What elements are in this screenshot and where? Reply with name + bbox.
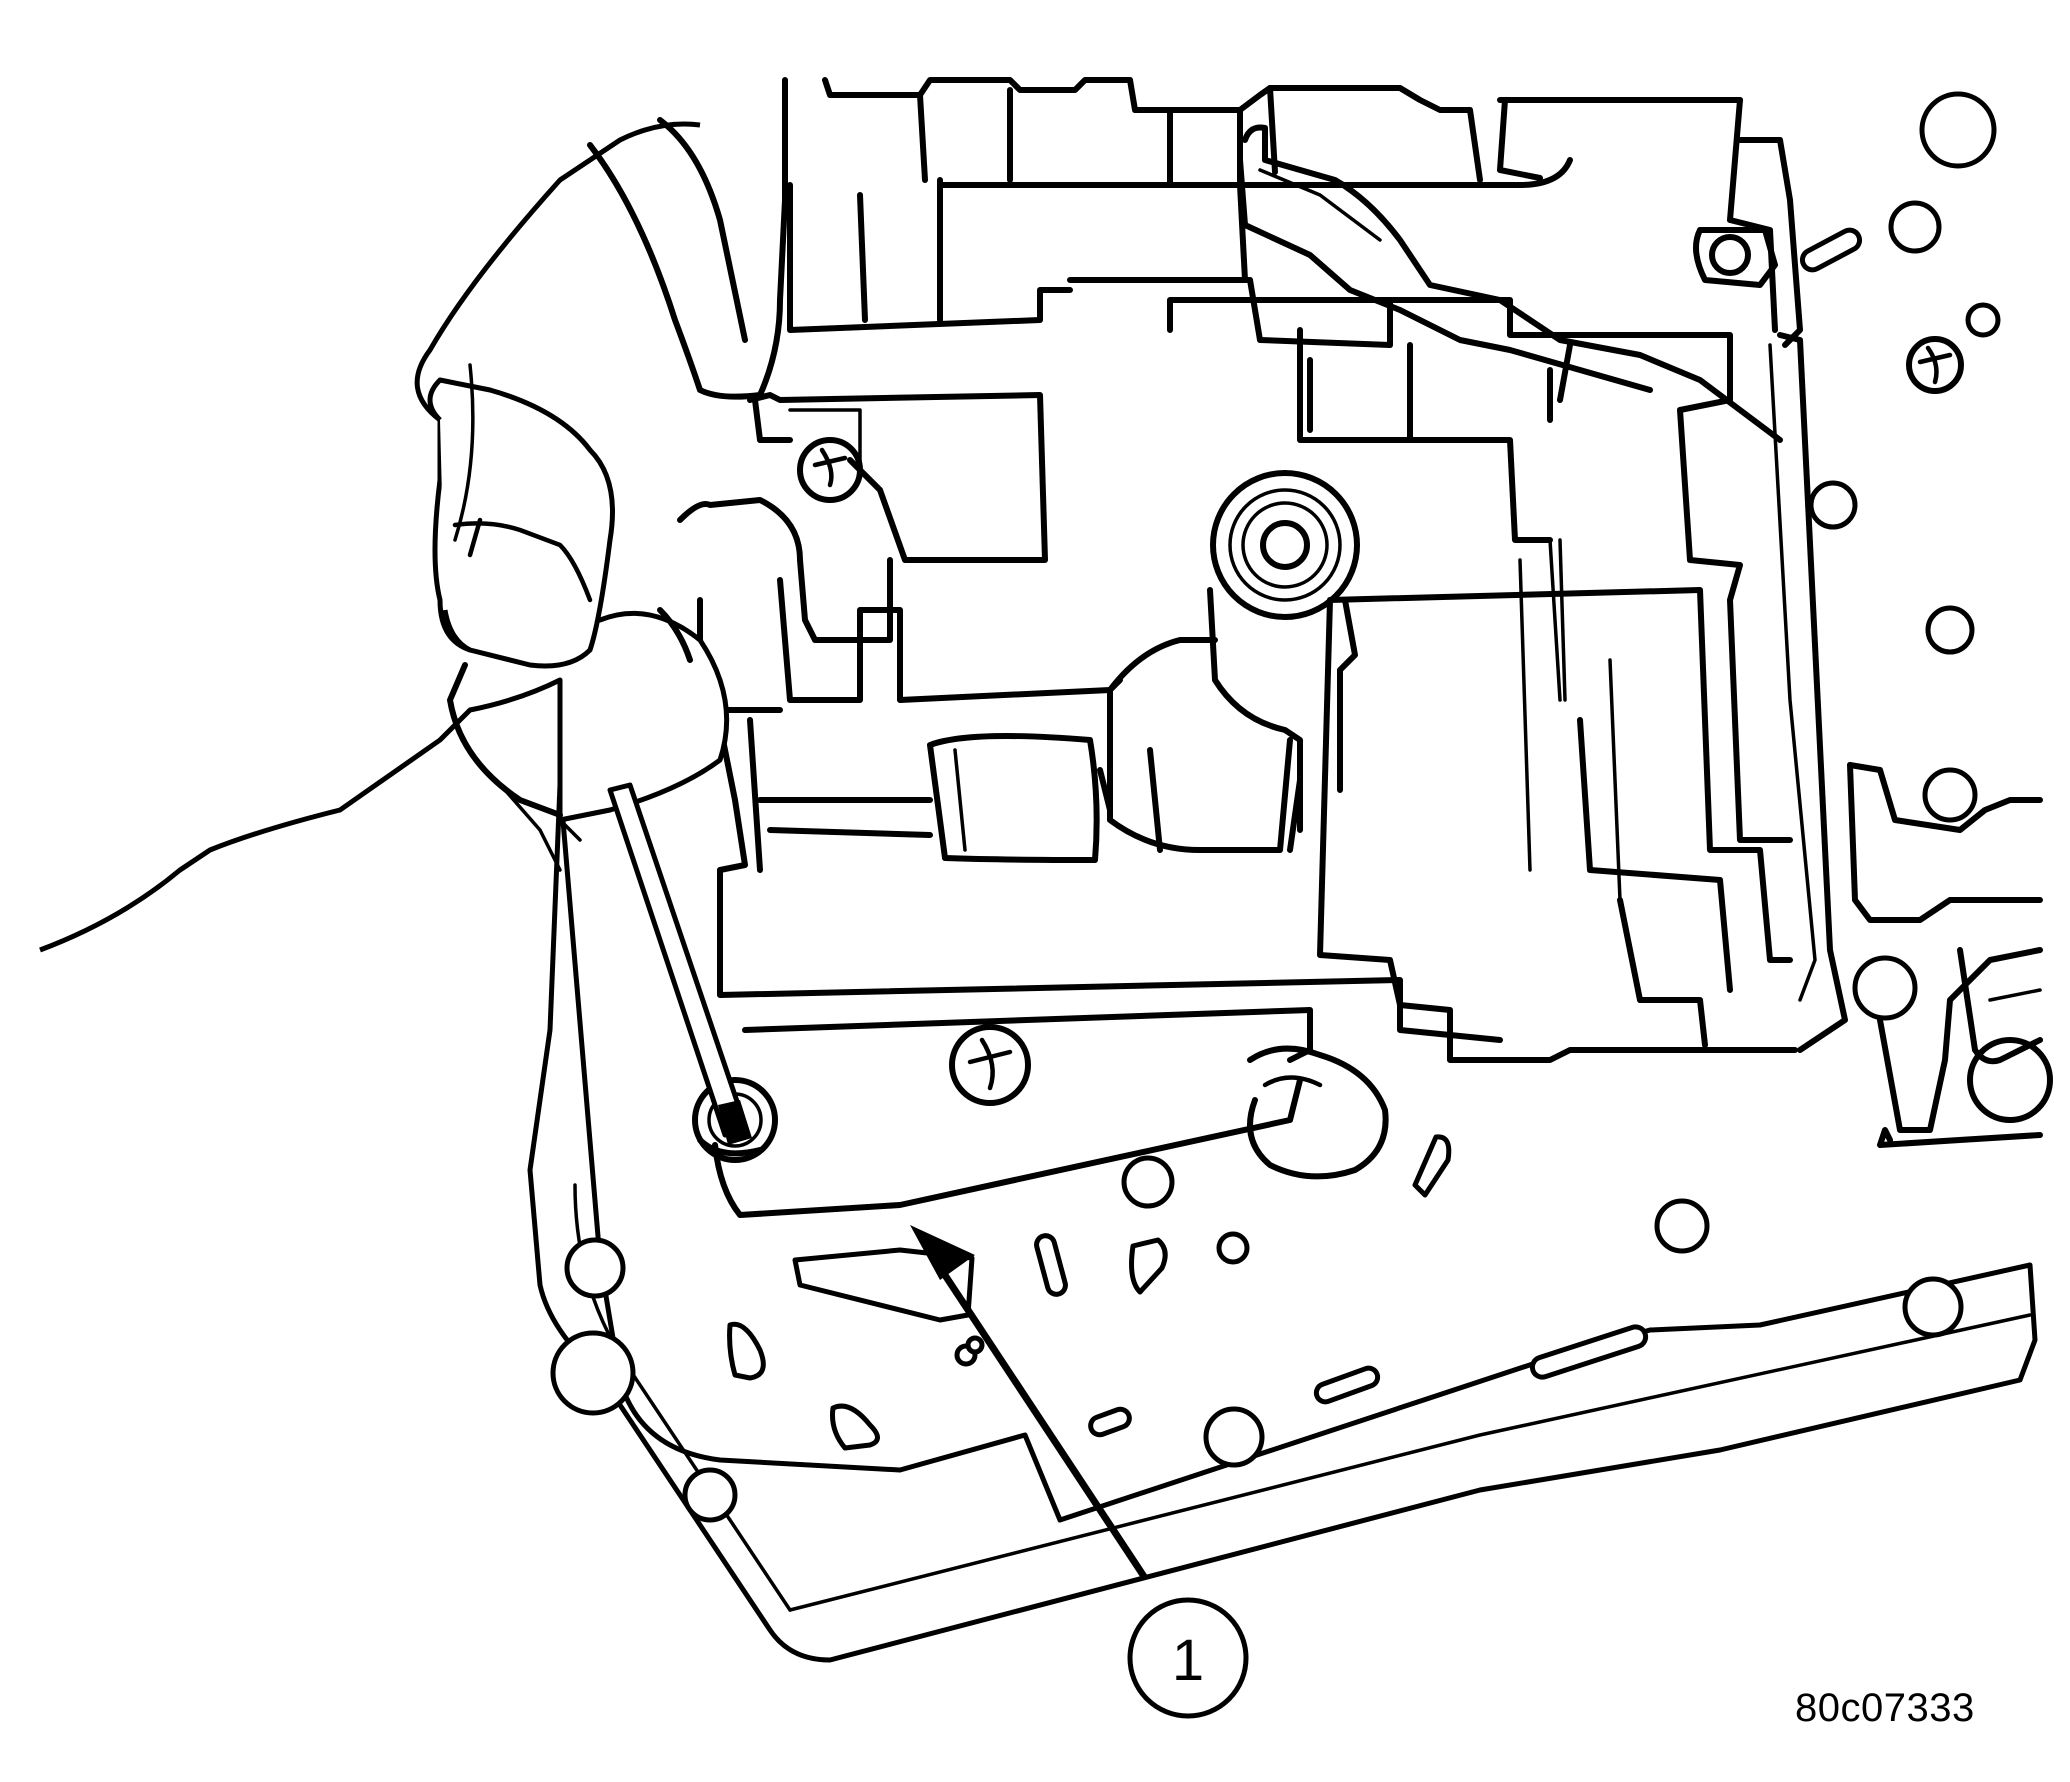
callout-arrow bbox=[910, 1225, 1148, 1580]
valve-body-housing bbox=[677, 77, 1848, 1063]
callout-1-label: 1 bbox=[1172, 1628, 1204, 1693]
screwdriver bbox=[607, 782, 763, 1157]
separator-plate bbox=[527, 782, 2038, 1663]
adjacent-housing-right bbox=[1799, 91, 2053, 1148]
hand bbox=[39, 117, 788, 953]
callout-1: 1 bbox=[1127, 1597, 1249, 1719]
plate-recess bbox=[712, 1045, 1389, 1218]
figure-id: 80c07333 bbox=[1795, 1686, 1975, 1730]
